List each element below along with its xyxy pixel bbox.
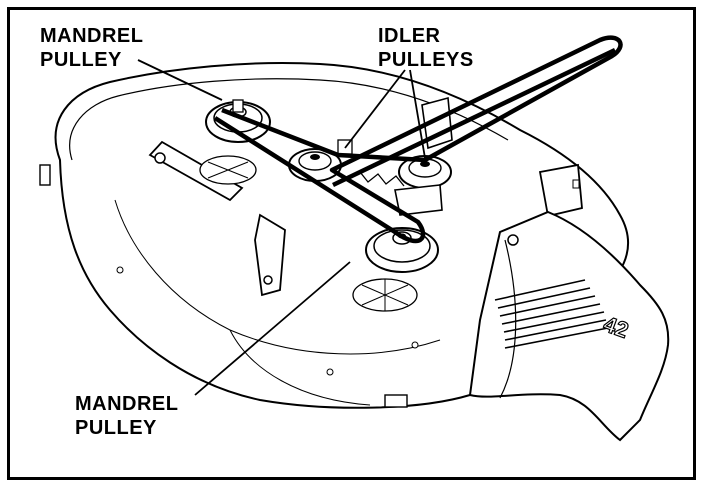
deck-bolt-2: [326, 368, 334, 376]
label-mandrel-bottom-1: MANDREL: [75, 393, 179, 415]
deck-front-skirt: [229, 329, 371, 406]
label-mandrel-top-1: MANDREL: [40, 25, 144, 47]
discharge-chute: [468, 210, 670, 442]
deck-side-lug: [39, 164, 51, 186]
chute-ribs: [494, 279, 609, 349]
label-mandrel-top-2: PULLEY: [40, 49, 122, 71]
leader-idler-right: [409, 69, 426, 159]
mandrel-pulley-bottom: [365, 227, 439, 273]
deck-bolt-1: [116, 266, 124, 274]
bolt-left: [154, 152, 166, 164]
label-idler-2: PULLEYS: [378, 49, 474, 71]
label-idler-1: IDLER: [378, 25, 441, 47]
drive-belt: [213, 35, 623, 244]
right-mount-plate: [421, 96, 453, 150]
idler-pulley-right: [398, 155, 452, 189]
chute-mount-bracket: [538, 163, 583, 218]
leader-mandrel-bottom: [194, 261, 351, 396]
blade-spindle-top: [199, 155, 257, 185]
leader-idler-center: [344, 69, 406, 149]
front-bracket: [254, 213, 286, 297]
bolt-front: [263, 275, 273, 285]
front-hitch-plate: [384, 394, 408, 408]
label-mandrel-bottom-2: PULLEY: [75, 417, 157, 439]
leader-mandrel-top: [137, 59, 223, 101]
blade-spindle-bottom: [352, 278, 418, 312]
left-pivot-arm: [148, 140, 244, 202]
deck-bolt-3: [411, 341, 419, 349]
drive-belt-return: [332, 47, 616, 188]
right-bracket-block: [394, 184, 443, 216]
